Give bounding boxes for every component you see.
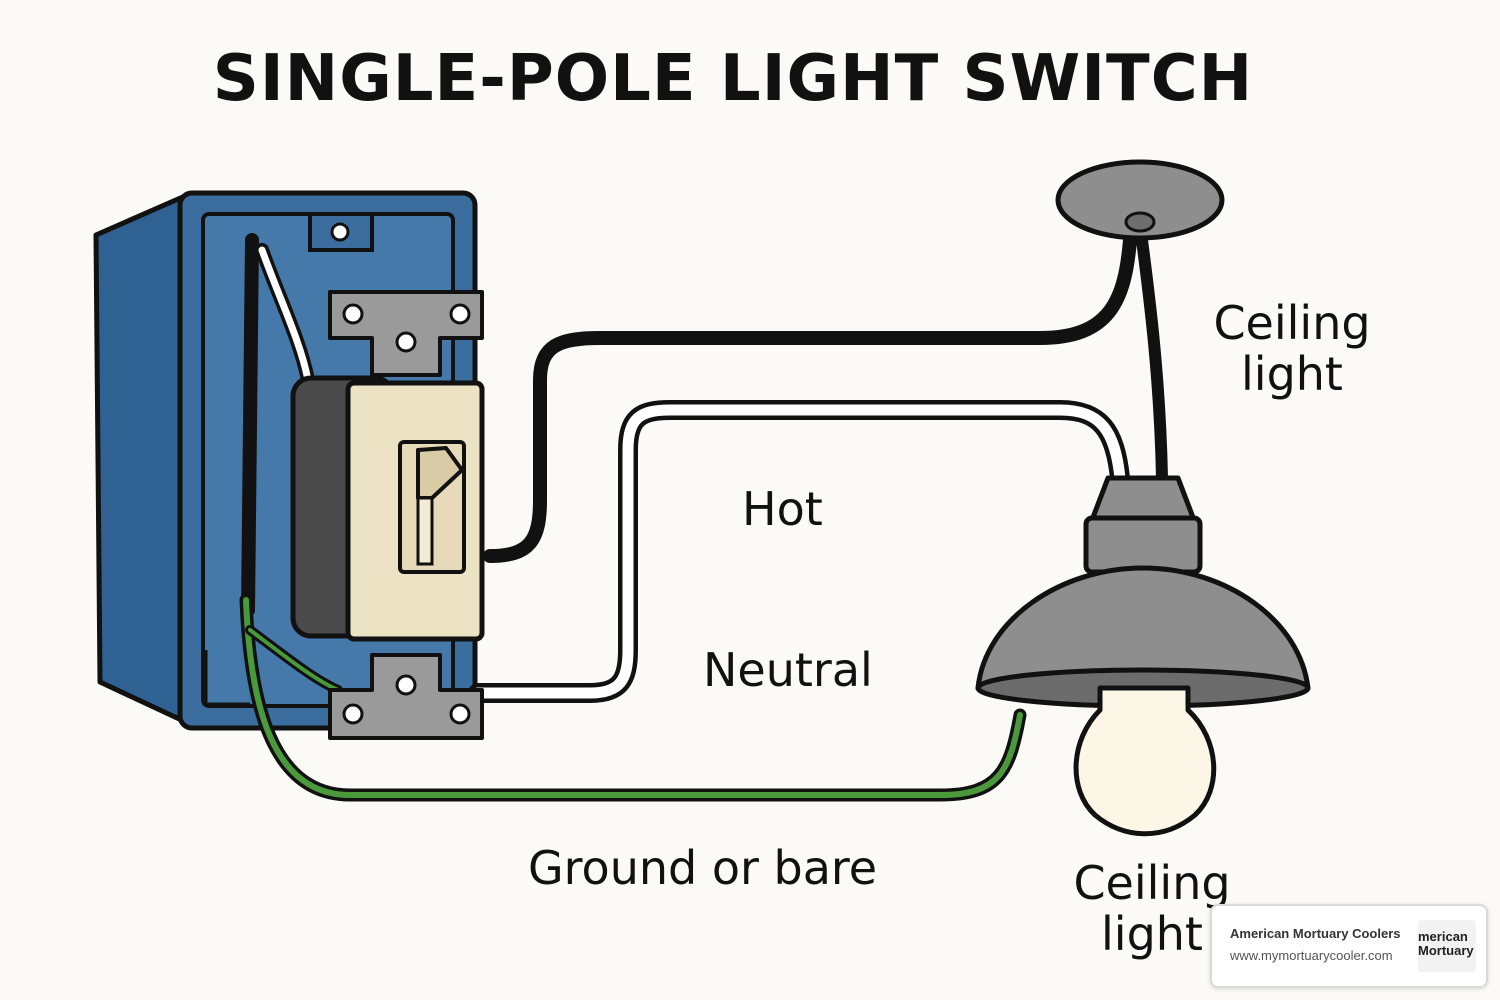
watermark-url: www.mymortuarycooler.com <box>1230 948 1393 963</box>
watermark-badge[interactable]: American Mortuary Coolers www.mymortuary… <box>1210 904 1488 988</box>
watermark-company: American Mortuary Coolers <box>1230 926 1401 941</box>
page-title: SINGLE-POLE LIGHT SWITCH <box>212 42 1254 116</box>
ceiling-light-label-top: Ceiling light <box>1213 296 1371 401</box>
neutral-wire <box>468 400 1130 703</box>
ground-label: Ground or bare <box>528 841 878 895</box>
neutral-label: Neutral <box>703 643 873 697</box>
ground-wire <box>239 593 1027 802</box>
hot-label: Hot <box>742 482 823 536</box>
watermark-logo: merican Mortuary <box>1418 920 1476 972</box>
light-switch <box>290 290 485 740</box>
light-fixture <box>975 475 1311 709</box>
ceiling-light-label-bottom: Ceiling light <box>1073 856 1231 961</box>
light-bulb <box>1073 685 1217 837</box>
hot-wire <box>483 233 1137 563</box>
ceiling-canopy <box>1055 159 1225 241</box>
box-wires <box>241 233 315 617</box>
